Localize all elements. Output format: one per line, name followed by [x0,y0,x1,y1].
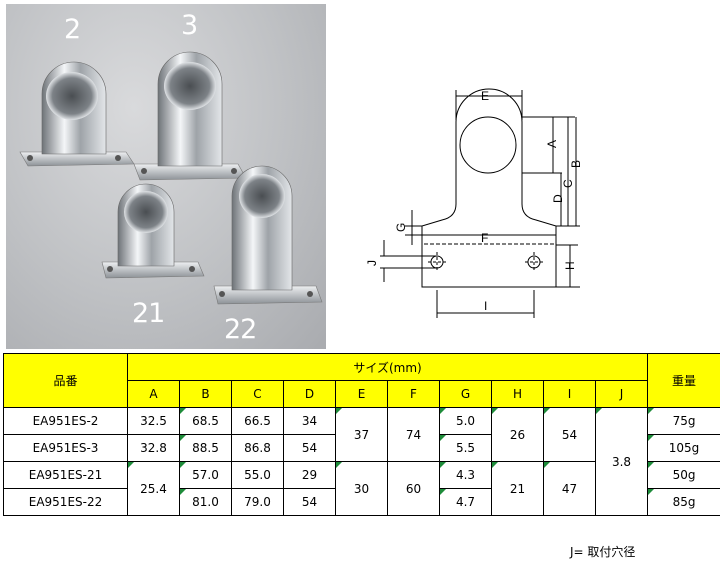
cell-A: 32.8 [127,434,180,462]
dim-label-I: I [484,299,487,313]
cell-weight: 105g [647,434,720,462]
cell-H: 26 [491,407,544,462]
cell-G: 5.5 [439,434,492,462]
cell-E: 30 [335,461,388,516]
cell-C: 79.0 [231,488,284,516]
cell-A: 32.5 [127,407,180,435]
product-photo: 2 3 21 22 [6,4,326,349]
cell-B: 88.5 [179,434,232,462]
header-weight: 重量 [647,353,720,408]
bracket-2 [19,61,135,167]
photo-label-2: 2 [64,14,81,45]
cell-C: 55.0 [231,461,284,489]
dim-label-E: E [481,89,489,103]
product-name: EA951ES-2 [3,407,128,435]
cell-D: 29 [283,461,336,489]
photo-label-3: 3 [181,10,198,41]
dim-label-J: J [365,260,379,266]
table-row: EA951ES-22 81.0 79.0 54 4.7 85g [3,488,720,516]
dim-label-A: A [545,140,559,148]
cell-B: 81.0 [179,488,232,516]
cell-G: 4.7 [439,488,492,516]
dim-label-B: B [569,160,583,168]
col-header-E: E [335,380,388,408]
cell-I: 47 [543,461,596,516]
dim-label-H: H [563,261,577,270]
bracket-21 [101,183,205,279]
product-name: EA951ES-22 [3,488,128,516]
dimension-drawing: E A B C D G F J H I [365,88,583,318]
pipe-hole-circle [459,116,517,174]
cell-D: 54 [283,434,336,462]
dim-label-D: D [551,194,565,203]
bracket-3 [133,51,247,181]
table-row: EA951ES-2 32.5 68.5 66.5 34 37 74 5.0 26… [3,407,720,516]
cell-J: 3.8 [594,407,649,516]
cell-D: 34 [283,407,336,435]
cell-F: 74 [387,407,440,462]
dim-label-F: F [481,231,488,245]
photo-label-21: 21 [132,298,165,329]
brackets-illustration [19,51,323,305]
col-header-F: F [387,380,440,408]
footnote-j: J= 取付穴径 [570,545,636,559]
header-product: 品番 [3,353,128,408]
cell-B: 57.0 [179,461,232,489]
cell-F: 60 [387,461,440,516]
col-header-C: C [231,380,284,408]
spec-table: 品番 サイズ(mm) 重量 A B C D E F G H I J EA951E… [3,353,720,516]
dim-label-G: G [394,223,408,232]
bracket-outline [421,88,557,288]
cell-D: 54 [283,488,336,516]
cell-C: 86.8 [231,434,284,462]
col-header-D: D [283,380,336,408]
product-name: EA951ES-3 [3,434,128,462]
col-header-H: H [491,380,544,408]
cell-weight: 75g [647,407,720,435]
cell-A: 25.4 [127,461,180,516]
col-header-A: A [127,380,180,408]
cell-G: 4.3 [439,461,492,489]
cell-I: 54 [543,407,596,462]
cell-G: 5.0 [439,407,492,435]
cell-C: 66.5 [231,407,284,435]
bracket-22 [213,165,323,305]
table-row: EA951ES-21 25.4 57.0 55.0 29 30 60 4.3 2… [3,461,720,516]
col-header-G: G [439,380,492,408]
col-header-B: B [179,380,232,408]
dim-label-C: C [561,179,575,188]
product-name: EA951ES-21 [3,461,128,489]
header-size: サイズ(mm) [126,353,649,381]
col-header-J: J [594,380,649,408]
cell-B: 68.5 [179,407,232,435]
photo-label-22: 22 [224,314,257,345]
col-header-I: I [543,380,596,408]
cell-weight: 85g [647,488,720,516]
cell-weight: 50g [647,461,720,489]
cell-E: 37 [335,407,388,462]
cell-H: 21 [491,461,544,516]
